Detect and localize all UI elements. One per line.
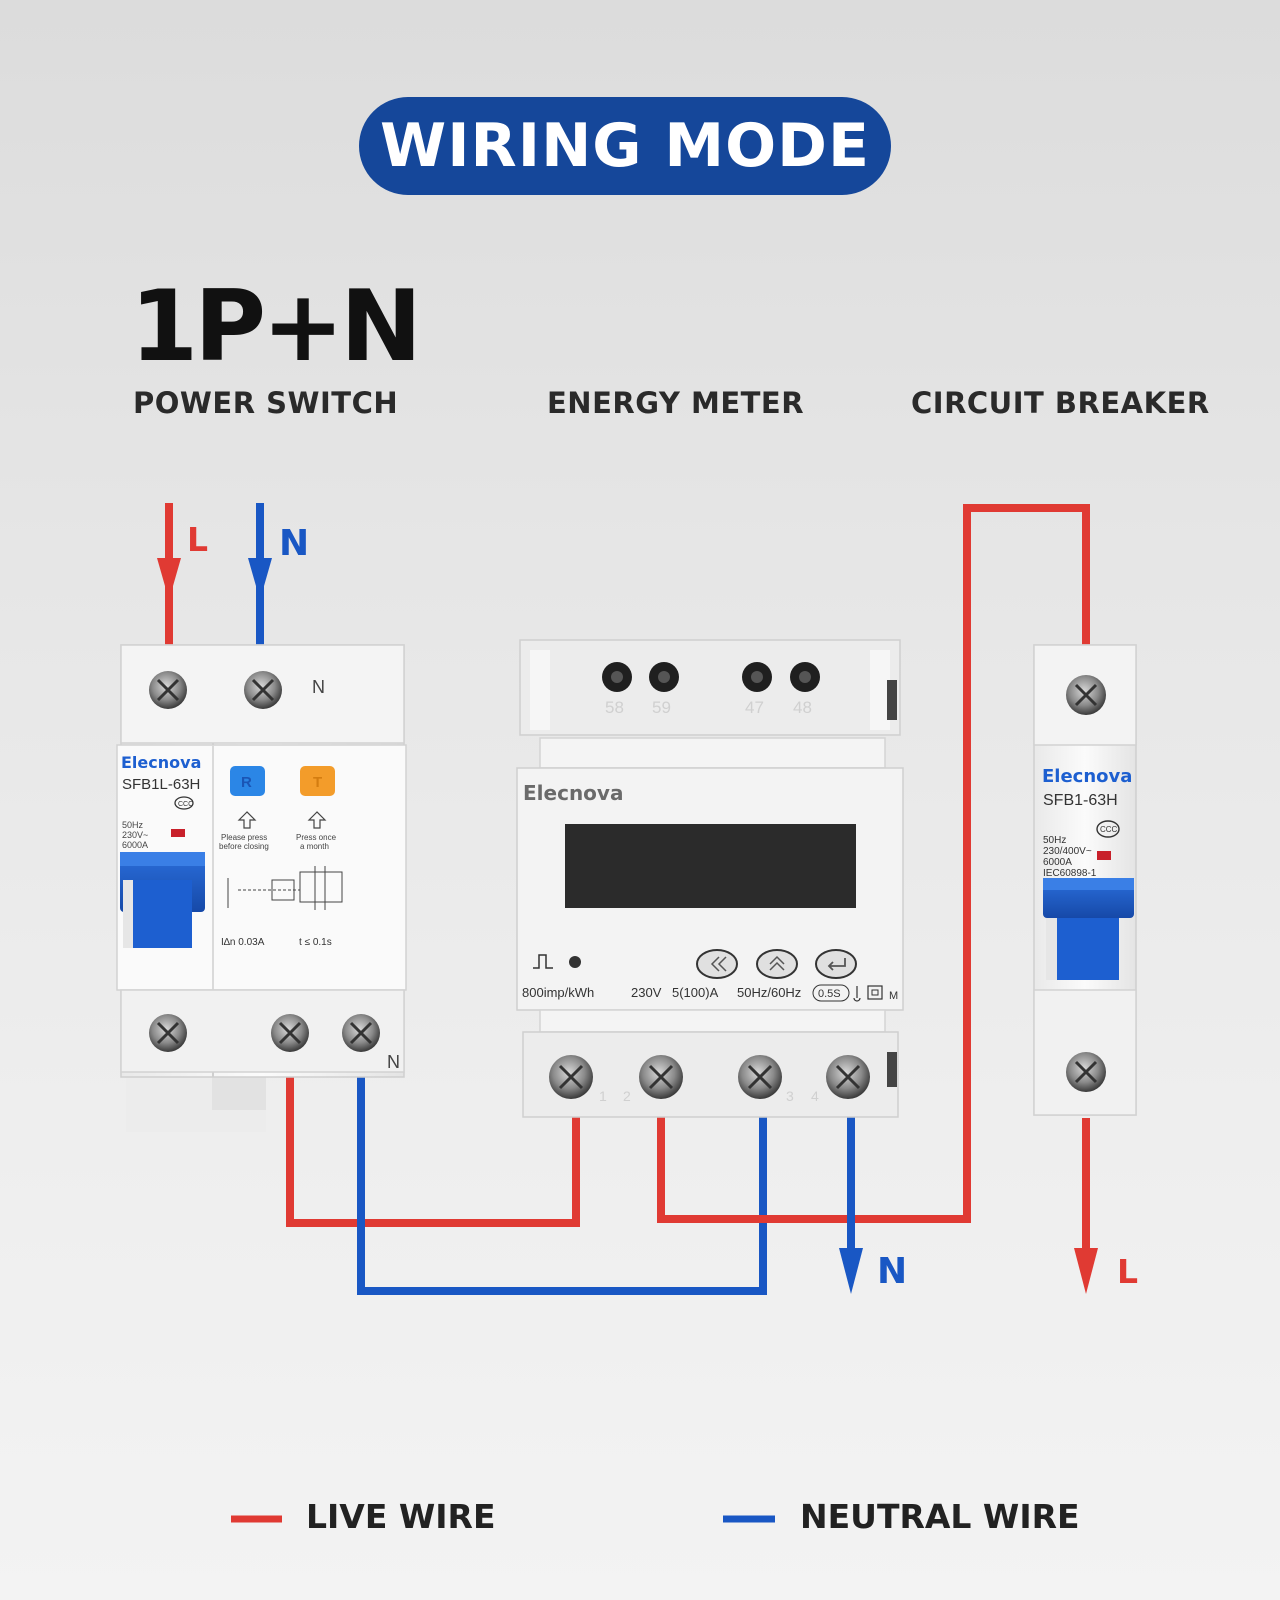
ccc-mark-icon: CCC <box>174 796 194 810</box>
breaker-model: SFB1-63H <box>1043 792 1118 809</box>
power-switch-label: POWER SWITCH <box>133 386 399 420</box>
page-title: WIRING MODE <box>380 111 870 181</box>
breaker-rating-1: 50Hz <box>1043 835 1066 846</box>
meter-current-spec: 5(100)A <box>672 985 719 1000</box>
terminal-screw-icon <box>790 662 820 692</box>
switch-rating-3: 6000A <box>122 840 148 850</box>
energy-meter-label: ENERGY METER <box>547 386 805 420</box>
switch-handle[interactable] <box>120 852 205 948</box>
reset-note-2: before closing <box>219 842 269 851</box>
energy-meter-device: 58 59 47 48 Elecnova 800imp/kWh 230V 5(1… <box>516 639 904 1118</box>
title-pill: WIRING MODE <box>359 97 891 195</box>
svg-text:CCC: CCC <box>1100 825 1118 834</box>
svg-text:CCC: CCC <box>178 801 193 808</box>
switch-model: SFB1L-63H <box>122 776 200 793</box>
screw-icon <box>1066 675 1106 715</box>
breaker-rating-2: 230/400V~ <box>1043 846 1092 857</box>
output-neutral-label: N <box>877 1251 907 1292</box>
terminal-screw-icon <box>826 1055 870 1099</box>
breaker-rating-3: 6000A <box>1043 857 1072 868</box>
arrow-up-icon <box>307 811 327 829</box>
ccc-mark-icon: CCC <box>1096 820 1120 838</box>
terminal-label-59: 59 <box>652 698 671 717</box>
terminal-label-4: 4 <box>811 1088 819 1104</box>
trip-time-spec: t ≤ 0.1s <box>299 937 332 948</box>
meter-m-mark: M <box>889 990 898 1002</box>
lcd-display <box>565 824 856 908</box>
breaker-brand: Elecnova <box>1042 766 1132 787</box>
live-wire-meter-to-breaker <box>657 504 1090 1223</box>
legend-neutral-label: NEUTRAL WIRE <box>800 1497 1080 1536</box>
meter-up-button[interactable] <box>756 949 798 979</box>
arrow-up-icon <box>237 811 257 829</box>
input-neutral-arrow <box>248 558 272 600</box>
terminal-screw-icon <box>742 662 772 692</box>
neutral-wire-switch-to-meter <box>357 1075 767 1295</box>
reset-note-1: Please press <box>221 833 267 842</box>
test-button[interactable]: T <box>300 766 335 796</box>
meter-voltage-spec: 230V <box>631 985 662 1000</box>
test-note-1: Press once <box>296 833 337 842</box>
screw-icon <box>342 1014 380 1052</box>
switch-top-n-mark: N <box>312 677 325 697</box>
terminal-screw-icon <box>549 1055 593 1099</box>
terminal-label-3: 3 <box>786 1088 794 1104</box>
output-neutral-arrow <box>839 1248 863 1294</box>
screw-icon <box>149 671 187 709</box>
terminal-label-47: 47 <box>745 698 764 717</box>
input-neutral-label: N <box>279 523 309 564</box>
ground-icon <box>853 986 861 1002</box>
terminal-label-1: 1 <box>599 1088 607 1104</box>
terminal-screw-icon <box>602 662 632 692</box>
breaker-rating-4: IEC60898-1 <box>1043 868 1097 879</box>
screw-icon <box>149 1014 187 1052</box>
screw-icon <box>244 671 282 709</box>
breaker-handle[interactable] <box>1043 878 1134 980</box>
reset-button[interactable]: R <box>230 766 265 796</box>
meter-back-button[interactable] <box>696 949 738 979</box>
trip-indicator-icon <box>171 829 185 837</box>
circuit-schematic-icon <box>227 866 343 910</box>
switch-brand: Elecnova <box>121 753 201 772</box>
pulse-icon <box>533 954 553 969</box>
output-live-arrow <box>1074 1248 1098 1294</box>
switch-rating-1: 50Hz <box>122 820 144 830</box>
trip-indicator-icon <box>1097 851 1111 860</box>
wiring-mode-label: 1P+N <box>130 270 422 384</box>
terminal-screw-icon <box>649 662 679 692</box>
svg-text:R: R <box>241 774 252 791</box>
power-switch-device: N N Elecnova SFB1L-63H CCC 50Hz 230V~ 60… <box>116 644 407 1132</box>
circuit-breaker-device: Elecnova SFB1-63H CCC 50Hz 230/400V~ 600… <box>1033 644 1137 1116</box>
svg-text:T: T <box>313 774 322 791</box>
output-live-label: L <box>1117 1252 1138 1291</box>
pulse-led-icon <box>569 956 581 968</box>
screw-icon <box>271 1014 309 1052</box>
terminal-screw-icon <box>738 1055 782 1099</box>
terminal-label-58: 58 <box>605 698 624 717</box>
residual-current-spec: I∆n 0.03A <box>221 937 265 948</box>
input-live-arrow <box>157 558 181 600</box>
terminal-label-48: 48 <box>793 698 812 717</box>
input-live-label: L <box>187 520 208 559</box>
circuit-breaker-label: CIRCUIT BREAKER <box>911 386 1210 420</box>
screw-icon <box>1066 1052 1106 1092</box>
switch-bottom-n-mark: N <box>387 1052 400 1072</box>
legend-live-label: LIVE WIRE <box>306 1497 496 1536</box>
live-wire-switch-to-meter <box>286 1075 580 1227</box>
switch-rating-2: 230V~ <box>122 830 148 840</box>
meter-brand: Elecnova <box>523 781 623 805</box>
test-note-2: a month <box>300 842 329 851</box>
double-insulation-icon <box>867 985 883 1000</box>
meter-class-spec: 0.5S <box>818 988 841 1000</box>
terminal-label-2: 2 <box>623 1088 631 1104</box>
meter-impulse-spec: 800imp/kWh <box>522 985 594 1000</box>
meter-frequency-spec: 50Hz/60Hz <box>737 985 801 1000</box>
terminal-screw-icon <box>639 1055 683 1099</box>
meter-enter-button[interactable] <box>815 949 857 979</box>
